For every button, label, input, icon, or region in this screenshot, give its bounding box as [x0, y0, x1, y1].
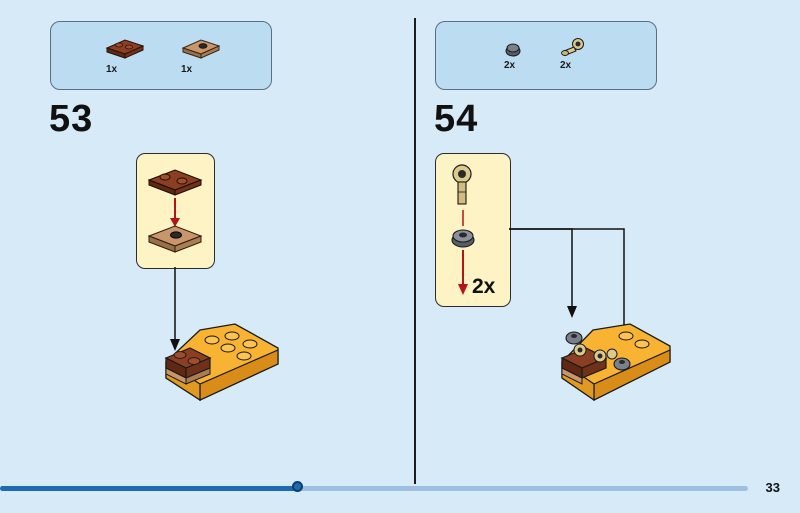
parts-list-step-54: 2x 2x: [435, 21, 657, 90]
part-quantity: 2x: [560, 60, 572, 71]
down-arrow-icon: [462, 210, 464, 226]
page-divider: [414, 18, 416, 484]
gray-round-part-icon: [505, 43, 521, 57]
tan-plate-part-icon: [181, 39, 221, 59]
model-step-54: [560, 323, 671, 402]
step-number-54: 54: [434, 98, 479, 140]
down-arrow-icon: [170, 198, 180, 227]
subassembly-callout-54: 2x: [435, 153, 511, 307]
tan-plate-icon: [147, 225, 203, 253]
part-quantity: 1x: [106, 64, 118, 75]
subassembly-callout-53: [136, 153, 215, 269]
progress-fill: [0, 486, 298, 491]
tan-ball-joint-icon: [452, 164, 472, 205]
parts-list-step-53: 1x 1x: [50, 21, 272, 90]
brown-plate-part-icon: [105, 39, 145, 59]
page-number: 33: [765, 480, 780, 495]
gray-round-icon: [451, 229, 475, 248]
down-arrow-icon: [458, 250, 468, 295]
step-number-53: 53: [49, 98, 94, 140]
tan-ball-joint-part-icon: [561, 38, 584, 56]
part-quantity: 2x: [504, 60, 516, 71]
part-quantity: 1x: [181, 64, 193, 75]
brown-plate-icon: [147, 169, 203, 196]
progress-marker: [292, 481, 303, 492]
model-step-53: [164, 323, 279, 402]
placement-arrow: [170, 267, 180, 351]
callout-quantity: 2x: [472, 275, 496, 298]
build-progress-bar: [0, 481, 748, 492]
